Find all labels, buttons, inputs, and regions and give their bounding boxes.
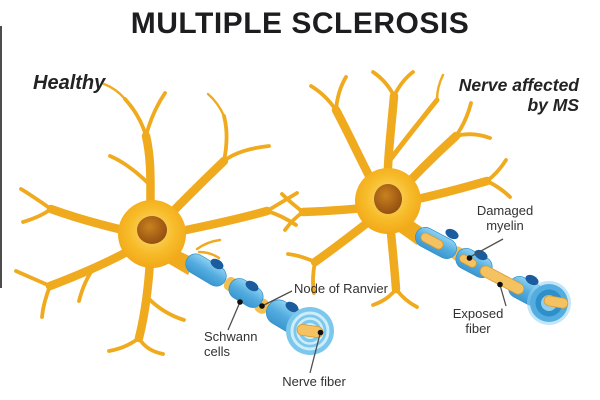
myelin-segment <box>185 253 227 287</box>
schwann-cell-nucleus <box>245 280 259 292</box>
label-node-of-ranvier: Node of Ranvier <box>294 281 388 296</box>
leader-line-schwann-cells <box>227 301 241 331</box>
anchor-dot-exposed-fiber <box>497 281 503 288</box>
label-damaged-myelin: Damaged myelin <box>476 203 534 233</box>
healthy-heading: Healthy <box>33 72 106 94</box>
callout-annotations <box>227 238 507 374</box>
label-nerve-fiber: Nerve fiber <box>282 374 346 389</box>
healthy-axon <box>185 253 334 355</box>
leader-line-damaged-myelin <box>469 238 504 258</box>
axon-cross-section <box>286 307 334 355</box>
exposed-fiber-patch <box>420 232 444 250</box>
healthy-neuron <box>14 82 299 356</box>
anchor-dot-nerve-fiber <box>317 329 324 336</box>
label-exposed-fiber: Exposed fiber <box>452 306 504 336</box>
anchor-dot-damaged-myelin <box>466 255 473 261</box>
ms-nucleus <box>374 184 402 214</box>
left-edge-artifact-line <box>0 26 2 288</box>
ms-neuron <box>280 70 512 309</box>
anchor-dot-schwann-cells <box>237 299 243 305</box>
ms-axon-cross-section <box>527 281 571 325</box>
schwann-cell-nucleus <box>445 228 459 240</box>
nerve-fiber-core <box>543 295 569 309</box>
diagram-title: MULTIPLE SCLEROSIS <box>130 7 470 40</box>
label-schwann-cells: Schwann cells <box>204 329 258 359</box>
leader-line-nerve-fiber <box>309 333 321 374</box>
leader-line-exposed-fiber <box>499 284 507 307</box>
nerve-affected-by-ms-heading: Nerve affected by MS <box>458 75 579 115</box>
schwann-cell-nucleus <box>210 258 224 270</box>
schwann-cell-nucleus <box>285 301 299 313</box>
healthy-nucleus <box>137 216 167 244</box>
schwann-cell-nucleus <box>525 274 539 286</box>
anchor-dot-node-of-ranvier <box>259 303 265 309</box>
ms-axon <box>415 227 571 325</box>
leader-line-node-of-ranvier <box>261 290 293 307</box>
